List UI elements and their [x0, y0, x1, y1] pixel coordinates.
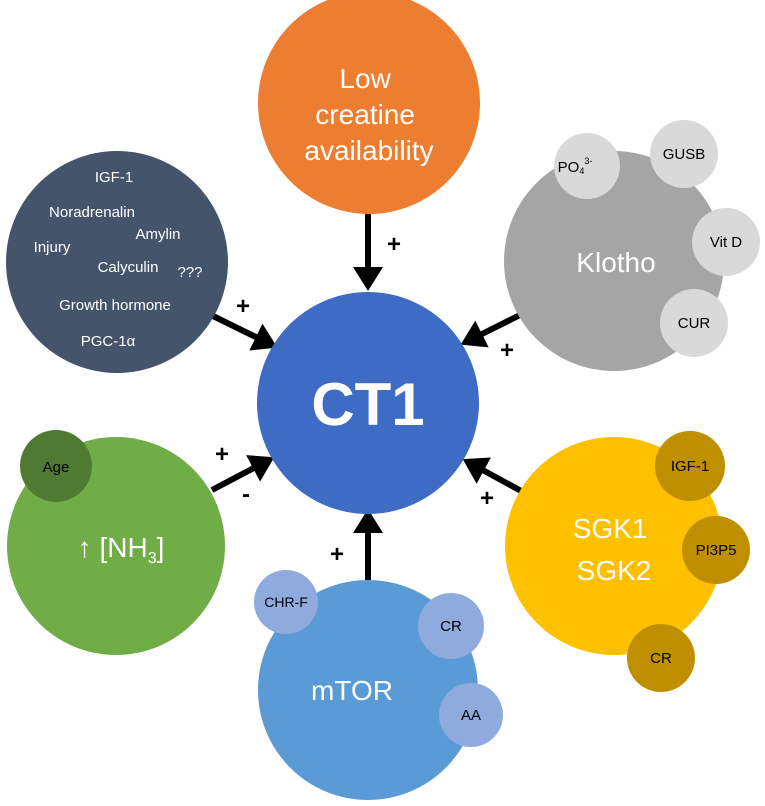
vitd-label: Vit D: [710, 234, 742, 251]
po4-satellite: [554, 133, 620, 199]
aa-satellite: [439, 683, 503, 747]
creatine-circle: [258, 0, 480, 214]
sign-nh3-minus: -: [242, 481, 250, 508]
sgk-line-1: SGK1: [573, 513, 648, 544]
factor-item: Calyculin: [98, 259, 159, 276]
nh3-node: ↑[NH3] Age: [7, 430, 225, 655]
creatine-line-2: creatine: [315, 99, 415, 130]
arrow-factors-to-ct1: [211, 313, 278, 351]
arrow-sgk-to-ct1: [462, 457, 525, 495]
mtor-node: mTOR CHR-F CR AA: [254, 570, 503, 800]
cr-sgk-satellite: [627, 624, 695, 692]
creatine-node: Low creatine availability: [258, 0, 480, 214]
arrow-nh3-to-ct1: [210, 455, 275, 493]
sign-mtor: +: [330, 541, 344, 568]
igf-sgk-label: IGF-1: [671, 458, 709, 475]
factors-node: IGF-1 Noradrenalin Amylin Injury Calycul…: [6, 151, 228, 373]
vitd-satellite: [692, 208, 760, 276]
gusb-label: GUSB: [663, 146, 706, 163]
factor-item: Growth hormone: [59, 297, 171, 314]
cr-mtor-satellite: [418, 593, 484, 659]
mtor-label: mTOR: [311, 675, 393, 706]
sign-creatine: +: [387, 231, 401, 258]
factor-item: IGF-1: [95, 169, 133, 186]
sgk-node: SGK1 SGK2 IGF-1 PI3P5 CR: [505, 431, 750, 692]
klotho-node: Klotho PO43- GUSB Vit D CUR: [504, 120, 760, 371]
creatine-line-3: availability: [304, 135, 433, 166]
sign-sgk: +: [480, 485, 494, 512]
factor-item: Injury: [34, 239, 71, 256]
cr-sgk-label: CR: [650, 650, 672, 667]
aa-label: AA: [461, 707, 481, 724]
cur-satellite: [660, 289, 728, 357]
up-arrow-icon: ↑: [78, 532, 92, 563]
cur-label: CUR: [678, 315, 711, 332]
factor-item: Amylin: [135, 226, 180, 243]
sign-klotho: +: [500, 337, 514, 364]
factor-item: ???: [177, 264, 202, 281]
nh3-label: ↑[NH3]: [78, 532, 165, 567]
creatine-label: Low creatine availability: [304, 63, 433, 166]
factor-item: PGC-1α: [81, 333, 136, 350]
pi3p5-satellite: [682, 516, 750, 584]
ct1-node: CT1: [257, 292, 479, 514]
sign-factors: +: [236, 293, 250, 320]
igf-sgk-satellite: [655, 431, 725, 501]
sgk-label: SGK1 SGK2: [573, 513, 655, 586]
pi3p5-label: PI3P5: [696, 542, 737, 559]
klotho-label: Klotho: [576, 247, 655, 278]
sign-nh3-plus: +: [215, 441, 229, 468]
sgk-line-2: SGK2: [577, 555, 652, 586]
cr-mtor-label: CR: [440, 618, 462, 635]
age-satellite: [20, 430, 92, 502]
creatine-line-1: Low: [339, 63, 391, 94]
factor-item: Noradrenalin: [49, 204, 135, 221]
po4-label: PO43-: [558, 156, 593, 176]
chrf-satellite: [254, 570, 318, 634]
arrow-klotho-to-ct1: [460, 312, 522, 348]
ct1-circle: [257, 292, 479, 514]
chrf-label: CHR-F: [264, 594, 308, 610]
gusb-satellite: [650, 120, 718, 188]
age-label: Age: [43, 459, 70, 476]
factors-circle: [6, 151, 228, 373]
ct1-label: CT1: [311, 371, 424, 438]
